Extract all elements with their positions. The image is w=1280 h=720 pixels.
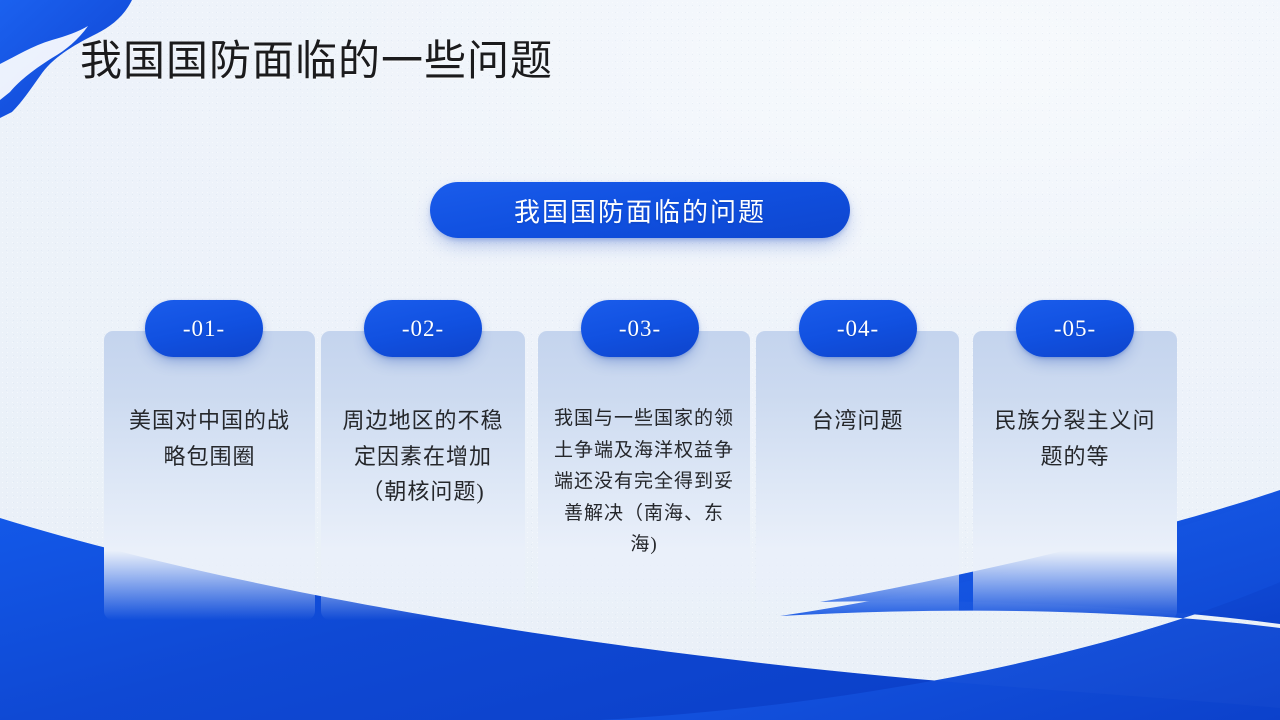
item-card-3[interactable]: 我国与一些国家的领土争端及海洋权益争端还没有完全得到妥善解决（南海、东海) — [538, 331, 750, 620]
item-text-4: 台湾问题 — [811, 408, 904, 433]
item-badge-3[interactable]: -03- — [581, 300, 699, 357]
item-badge-5[interactable]: -05- — [1016, 300, 1134, 357]
item-text-3: 我国与一些国家的领土争端及海洋权益争端还没有完全得到妥善解决（南海、东海) — [553, 408, 734, 556]
item-card-1[interactable]: 美国对中国的战略包围圈 — [104, 331, 315, 620]
item-badge-label-1: -01- — [182, 315, 226, 341]
item-text-2: 周边地区的不稳定因素在增加（朝核问题) — [342, 408, 504, 505]
item-card-2[interactable]: 周边地区的不稳定因素在增加（朝核问题) — [321, 331, 525, 620]
item-badge-label-4: -04- — [836, 315, 880, 341]
item-badge-4[interactable]: -04- — [799, 300, 917, 357]
item-badge-label-3: -03- — [618, 315, 662, 341]
item-text-5: 民族分裂主义问题的等 — [994, 408, 1156, 469]
item-badge-label-5: -05- — [1053, 315, 1097, 341]
item-badge-label-2: -02- — [401, 315, 445, 341]
center-topic-pill[interactable]: 我国国防面临的问题 — [430, 182, 850, 238]
item-text-1: 美国对中国的战略包围圈 — [128, 408, 290, 469]
center-topic-label: 我国国防面临的问题 — [513, 197, 766, 227]
page-title: 我国国防面临的一些问题 — [80, 39, 554, 85]
item-badge-2[interactable]: -02- — [364, 300, 482, 357]
item-card-5[interactable]: 民族分裂主义问题的等 — [973, 331, 1177, 620]
item-card-4[interactable]: 台湾问题 — [756, 331, 959, 620]
item-badge-1[interactable]: -01- — [145, 300, 263, 357]
